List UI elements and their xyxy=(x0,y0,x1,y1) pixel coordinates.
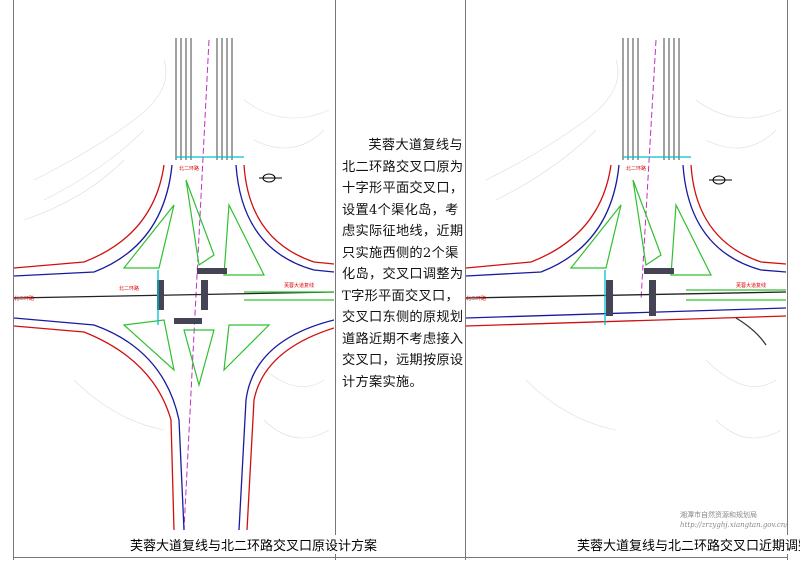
north-lanes xyxy=(175,38,233,160)
frame-line xyxy=(13,557,787,558)
road-labels: 北二环路 北二环路 芙蓉大道复线 xyxy=(466,165,766,302)
description-text: 芙蓉大道复线与北二环路交叉口原为十字形平面交叉口，设置4个渠化岛，考虑实际征地线… xyxy=(342,138,464,390)
channelization-islands xyxy=(569,179,786,301)
terrain-contours xyxy=(23,59,330,439)
road-edges xyxy=(14,164,334,531)
original-design-plan: 北二环路 北二环路 芙蓉大道复线 北二环路 xyxy=(14,38,334,531)
road-label: 芙蓉大道复线 xyxy=(736,282,766,289)
road-label: 北二环路 xyxy=(466,295,486,302)
right-caption: 芙蓉大道复线与北二环路交叉口近期调整方案 xyxy=(577,535,800,554)
watermark-url: http://zrzyghj.xiangtan.gov.cn/ xyxy=(680,521,788,529)
road-label: 北二环路 xyxy=(14,295,34,302)
channelization-islands xyxy=(122,179,334,388)
north-arrow-icon xyxy=(259,173,282,183)
road-label: 北二环路 xyxy=(626,165,646,172)
crosswalks xyxy=(157,268,227,324)
adjusted-design-plan: 北二环路 北二环路 芙蓉大道复线 xyxy=(466,38,786,439)
road-label: 北二环路 xyxy=(179,165,199,172)
frame-line xyxy=(465,0,466,560)
terrain-contours xyxy=(485,59,782,439)
road-edges xyxy=(466,164,786,346)
north-lanes xyxy=(622,38,680,160)
left-caption: 芙蓉大道复线与北二环路交叉口原设计方案 xyxy=(130,535,378,554)
crosswalks xyxy=(606,268,674,316)
frame-line xyxy=(13,0,14,560)
road-label: 芙蓉大道复线 xyxy=(284,282,314,289)
north-arrow-icon xyxy=(709,175,732,185)
road-label: 北二环路 xyxy=(119,285,139,292)
frame-line xyxy=(335,0,336,560)
road-labels: 北二环路 北二环路 芙蓉大道复线 北二环路 xyxy=(14,165,314,302)
watermark-agency: 湘潭市自然资源和规划局 xyxy=(680,511,757,519)
frame-line xyxy=(787,0,788,560)
